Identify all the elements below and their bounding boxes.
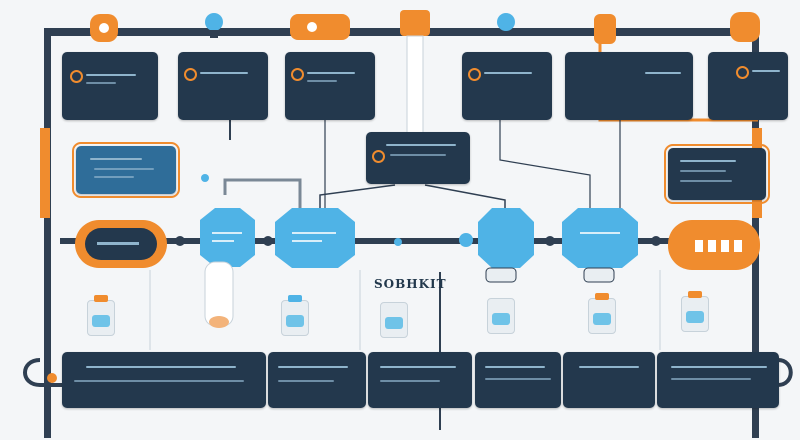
- top-panel-2: [178, 52, 268, 120]
- pod-icon: [681, 291, 709, 332]
- pod-icon: [87, 295, 115, 336]
- center-label: SOBHKIT: [374, 277, 447, 291]
- valve-icon: [290, 14, 350, 40]
- bottom-panel-5: [563, 352, 655, 408]
- pod-icon: [588, 293, 616, 334]
- bottom-panel-6: [657, 352, 779, 408]
- right-capsule-icon: [668, 220, 760, 270]
- valve-icon: [400, 10, 430, 137]
- pod-icon: [380, 302, 408, 338]
- pod-icon: [487, 298, 515, 334]
- pod-icon: [281, 295, 309, 336]
- left-orange-bar: [40, 128, 50, 218]
- top-panel-4: [462, 52, 552, 120]
- bottom-panel-2: [268, 352, 366, 408]
- valve-icon: [90, 14, 118, 42]
- valve-icon: [730, 12, 760, 42]
- connector-icon: [201, 174, 209, 182]
- bottom-panel-1: [62, 352, 266, 408]
- top-panel-6: [708, 52, 788, 120]
- connector-icon: [459, 233, 473, 247]
- hex-hub-icon: [562, 208, 638, 268]
- hex-hub-icon: [478, 208, 534, 268]
- left-info-panel: [72, 142, 180, 198]
- connector-icon: [545, 236, 555, 246]
- left-upright: [44, 28, 51, 438]
- middle-pipe: [60, 238, 750, 244]
- valve-icon: [497, 13, 515, 31]
- bottom-panel-4: [475, 352, 561, 408]
- center-panel: [366, 132, 470, 184]
- top-panel-1: [62, 52, 158, 120]
- bottom-panel-3: [368, 352, 472, 408]
- top-panel-3: [285, 52, 375, 120]
- top-panel-5: [565, 52, 693, 120]
- valve-icon: [594, 14, 616, 44]
- left-capsule-icon: [75, 220, 167, 268]
- connector-icon: [263, 236, 273, 246]
- connector-icon: [394, 238, 402, 246]
- hex-hub-icon: [200, 208, 255, 267]
- hex-hub-icon: [275, 208, 355, 268]
- right-info-panel: [664, 144, 770, 204]
- valve-icon: [205, 13, 223, 38]
- bottom-hook: [23, 358, 62, 387]
- connector-icon: [175, 236, 185, 246]
- connector-icon: [651, 236, 661, 246]
